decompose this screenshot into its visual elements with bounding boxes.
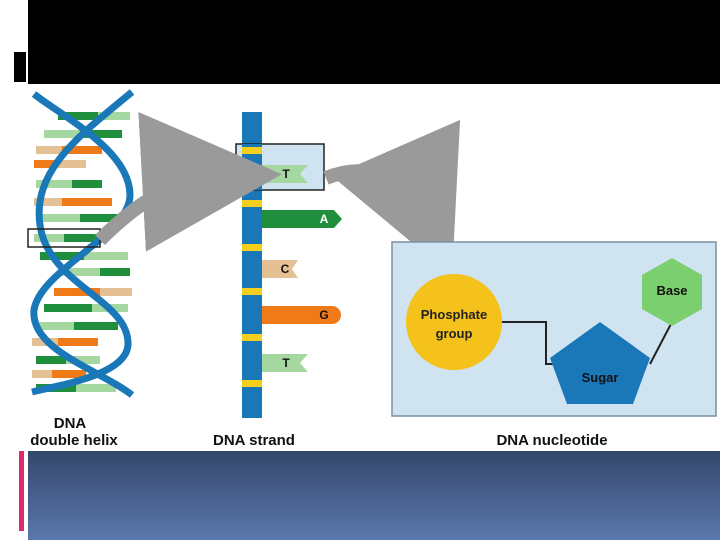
helix-rung [36,180,102,188]
helix-backbones [30,89,135,398]
double-helix [27,89,135,398]
phosphate-group: Phosphate group [406,274,502,370]
base-letter-a: A [320,212,329,226]
helix-rung [40,214,124,222]
base-letter-t: T [282,356,290,370]
helix-rung [44,130,122,138]
header-marker [14,52,26,82]
nucleotide-panel: Phosphate group Sugar Base [391,241,717,417]
sugar-pentagon: Sugar [550,322,650,404]
strand-base-t-bottom: T [262,354,308,372]
helix-rung [34,234,100,242]
slide-footer-bar [28,451,720,540]
helix-rung [34,160,86,168]
caption-helix-line2: double helix [30,432,118,449]
helix-rung [36,356,100,364]
sugar-base-bond [649,321,673,365]
caption-strand: DNA strand [213,432,295,449]
base-letter-g: G [319,308,328,322]
strand-base-c: C [262,260,298,278]
base-letter-t: T [282,167,290,181]
helix-rung [60,268,130,276]
curved-arrow-icon [323,119,460,277]
curved-arrow-icon [95,111,282,252]
phosphate-label-line2: group [436,326,473,341]
base-hexagon: Base [642,258,702,326]
phosphate-label: Phosphate [421,307,487,322]
helix-rung [34,198,112,206]
caption-helix: DNA [54,415,87,432]
helix-rung [54,288,132,296]
helix-rung [34,322,118,330]
helix-rung [32,370,86,378]
strand-base-g: G [262,306,341,324]
caption-nucleotide: DNA nucleotide [496,432,607,449]
slide-header-bar [28,0,720,84]
base-letter-c: C [281,262,290,276]
sugar-label: Sugar [582,370,619,385]
dna-strand: T A C G T [235,112,342,418]
helix-rung [36,146,102,154]
helix-rung [40,252,128,260]
base-label: Base [656,283,687,298]
footer-accent-marker [19,451,24,531]
helix-rung [58,112,130,120]
strand-base-a: A [262,210,342,228]
